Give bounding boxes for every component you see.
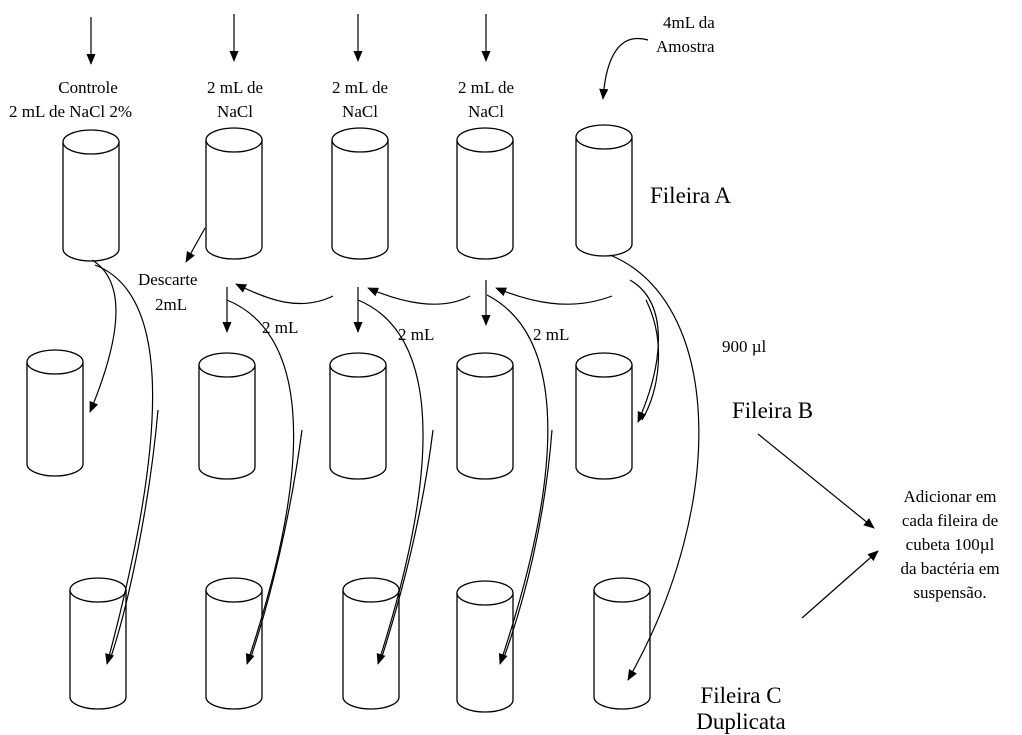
dist-b1: [89, 259, 117, 413]
label-fileira-c: Fileira C: [700, 683, 782, 708]
tube-b4: [456, 352, 514, 480]
label-controle: Controle: [58, 78, 118, 97]
label-descarte: Descarte: [138, 270, 198, 289]
note-line-3: cubeta 100µl: [905, 535, 995, 554]
note-line-2: cada fileira de: [901, 511, 999, 530]
tube-b2: [198, 352, 256, 480]
transfer-arrow-3-to-2: [235, 283, 334, 305]
label-col4-line2: NaCl: [468, 102, 504, 121]
tube-c1: [69, 577, 127, 710]
tube-c2: [205, 577, 263, 710]
dist-b5: [629, 279, 659, 423]
transfer-arrow-5-to-4: [495, 287, 613, 305]
tube-c3: [342, 577, 400, 710]
dist-c2-echo: [249, 429, 303, 661]
label-col3-line2: NaCl: [342, 102, 378, 121]
tube-a1: [62, 129, 120, 262]
label-fileira-a: Fileira A: [650, 183, 732, 208]
dist-c4: [486, 294, 549, 665]
tube-b5: [575, 352, 633, 480]
dist-b5-echo: [641, 299, 660, 421]
label-controle-nacl: 2 mL de NaCl 2%: [9, 102, 133, 121]
dist-c1-echo: [109, 409, 159, 661]
arrow-fileira-c-to-note: [801, 550, 879, 619]
label-col4-line1: 2 mL de: [457, 78, 515, 97]
dist-c2: [226, 299, 295, 665]
tube-a5: [575, 124, 633, 257]
label-transfer-3: 2 mL: [533, 325, 570, 344]
note-line-1: Adicionar em: [903, 487, 997, 506]
tube-a2: [205, 127, 263, 260]
label-col2-line1: 2 mL de: [206, 78, 264, 97]
label-amostra-line1: 4mL da: [663, 13, 715, 32]
tube-a3: [331, 127, 389, 260]
note-line-5: suspensão.: [913, 583, 987, 602]
dist-c1: [94, 264, 154, 665]
label-duplicata: Duplicata: [696, 709, 786, 734]
row-a-tubes: [62, 124, 633, 262]
label-transfer-1: 2 mL: [262, 318, 299, 337]
label-amostra-line2: Amostra: [656, 37, 715, 56]
addition-arrows: [86, 14, 649, 100]
tube-b1: [26, 349, 84, 477]
row-c-tubes: [69, 577, 651, 713]
tube-a4: [456, 127, 514, 260]
transfer-arrows: [185, 227, 613, 333]
note-arrows: [757, 433, 879, 619]
row-b-tubes: [26, 349, 633, 480]
label-col3-line1: 2 mL de: [331, 78, 389, 97]
label-fileira-b: Fileira B: [732, 398, 814, 423]
distribution-arrows-b: [89, 259, 660, 423]
tube-b3: [329, 352, 387, 480]
add-arrow-amostra: [599, 38, 649, 100]
label-transfer-2: 2 mL: [398, 325, 435, 344]
label-volume-900: 900 µl: [722, 337, 767, 356]
label-col2-line2: NaCl: [217, 102, 253, 121]
note-line-4: da bactéria em: [900, 559, 1000, 578]
label-descarte-volume: 2mL: [155, 295, 188, 314]
distribution-arrows-c: [94, 254, 700, 681]
arrow-fileira-b-to-note: [757, 433, 875, 529]
tube-c5: [593, 577, 651, 710]
discard-arrow: [185, 227, 206, 263]
dist-c3-echo: [380, 429, 434, 661]
dist-c3: [357, 299, 424, 665]
dist-c4-echo: [502, 429, 553, 661]
transfer-arrow-4-to-3: [367, 287, 471, 305]
dist-c5: [609, 254, 700, 681]
tube-c4: [456, 580, 514, 713]
